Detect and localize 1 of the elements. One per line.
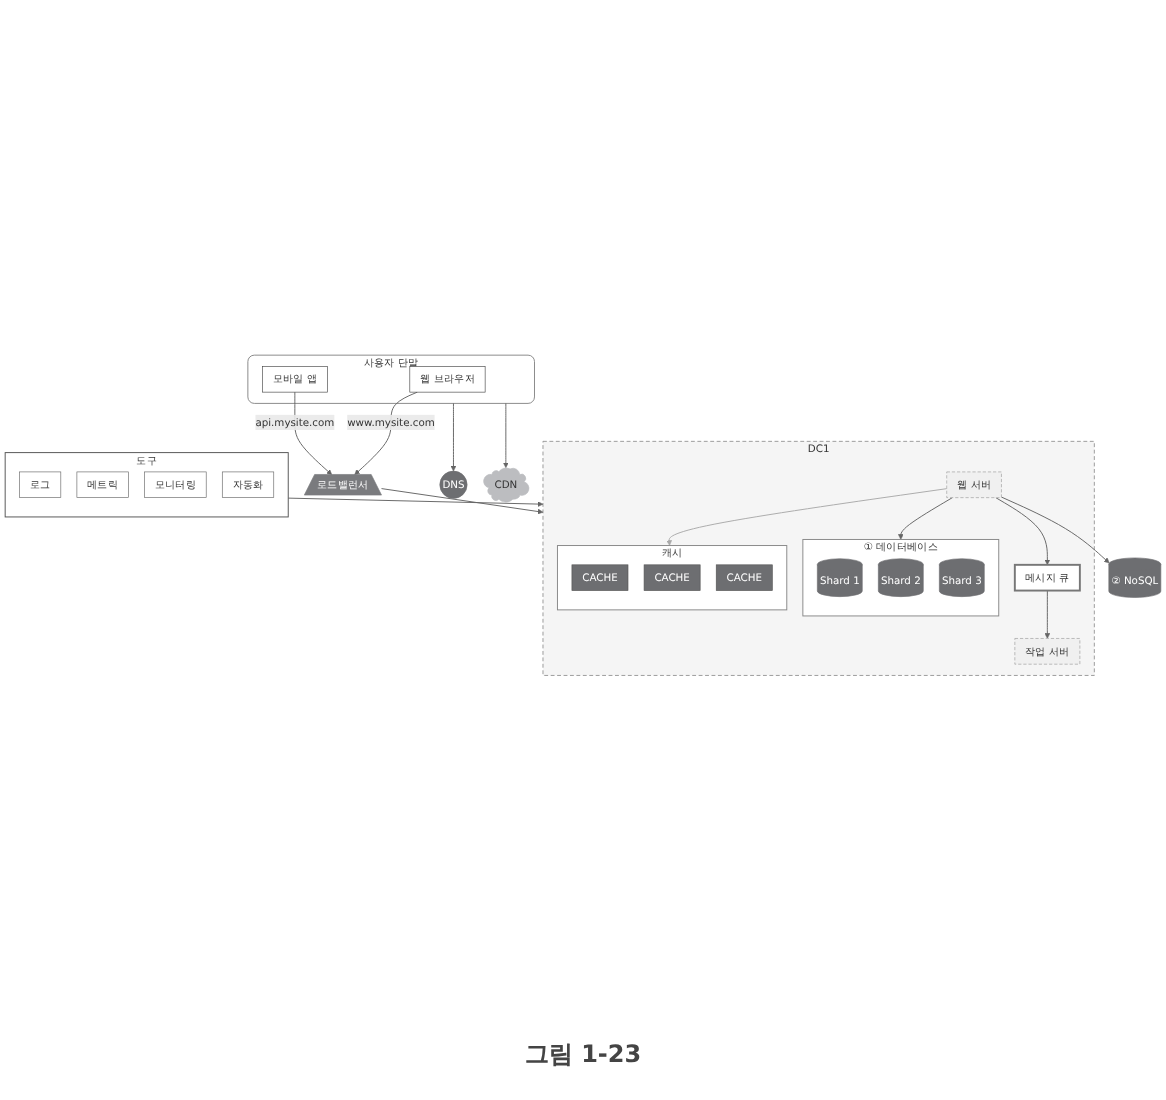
figure-caption: 그림 1-23 (524, 1038, 642, 1072)
